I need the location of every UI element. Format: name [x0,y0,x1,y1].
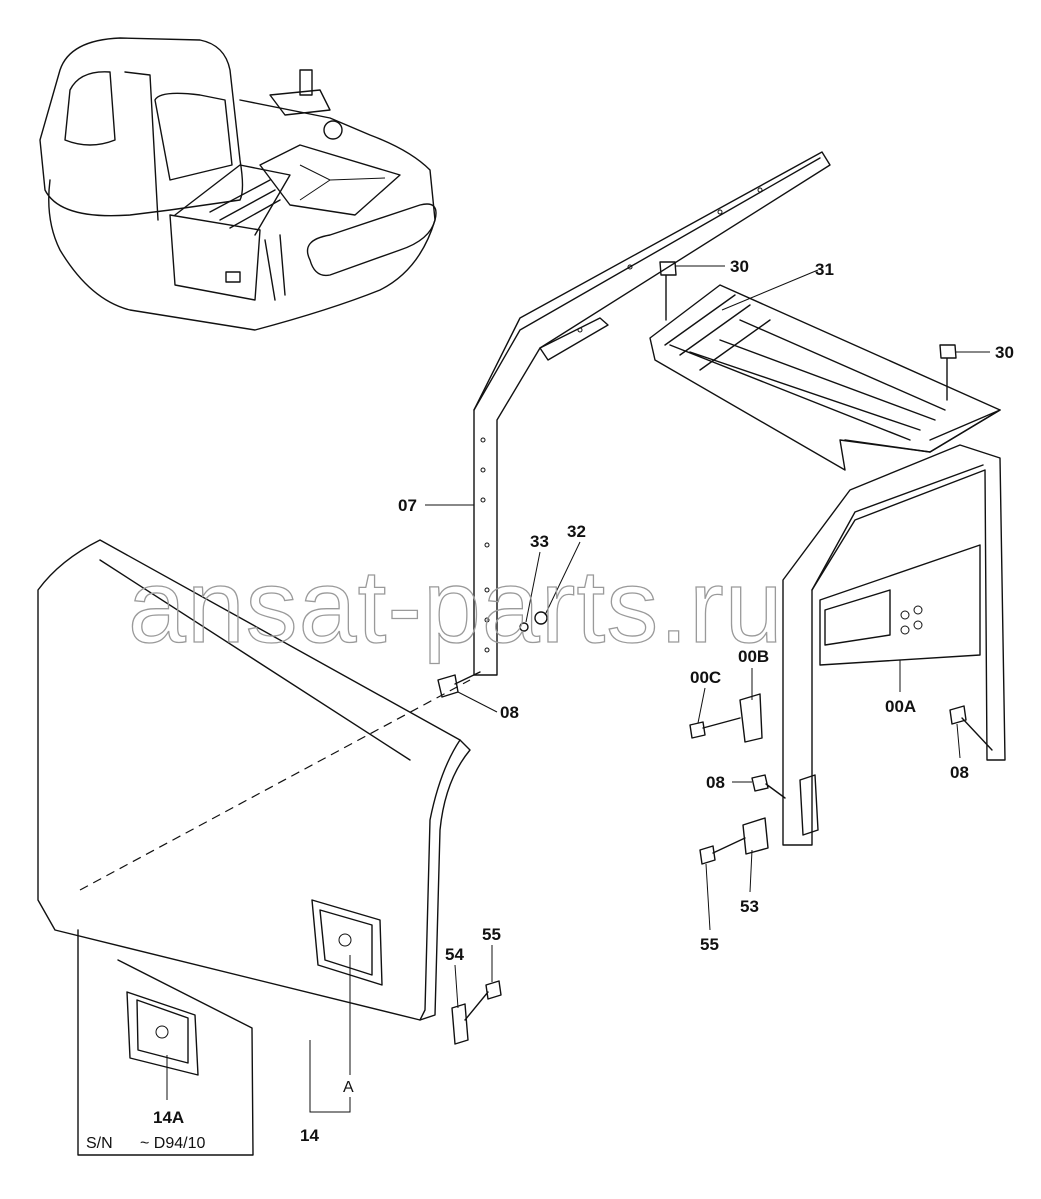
callout-54: 54 [445,945,464,964]
callout-55-right: 55 [700,935,719,954]
callout-30-right: 30 [995,343,1014,362]
callout-08-right: 08 [950,763,969,782]
callout-55-left: 55 [482,925,501,944]
inset-box [77,929,254,1156]
excavator-overview [39,37,437,331]
watermark: ansat-parts.ru [128,549,784,665]
callout-00B: 00B [738,647,769,666]
callout-53: 53 [740,897,759,916]
door-14 [37,539,471,1021]
callout-00A: 00A [885,697,916,716]
callout-07: 07 [398,496,417,515]
callout-00C: 00C [690,668,721,687]
callout-32: 32 [567,522,586,541]
serial-range: ~ D94/10 [140,1135,205,1152]
callout-33: 33 [530,532,549,551]
callout-A: A [343,1079,354,1096]
callout-08-left: 08 [500,703,519,722]
serial-label: S/N [86,1135,113,1152]
step-31 [649,284,1001,471]
callout-30-top: 30 [730,257,749,276]
callout-31: 31 [815,260,834,279]
callout-08-mid: 08 [706,773,725,792]
leader-lines [309,265,990,1113]
frame-00A [782,444,1006,846]
callout-14A: 14A [153,1108,184,1127]
frame-07 [473,151,831,676]
callout-14: 14 [300,1126,319,1145]
